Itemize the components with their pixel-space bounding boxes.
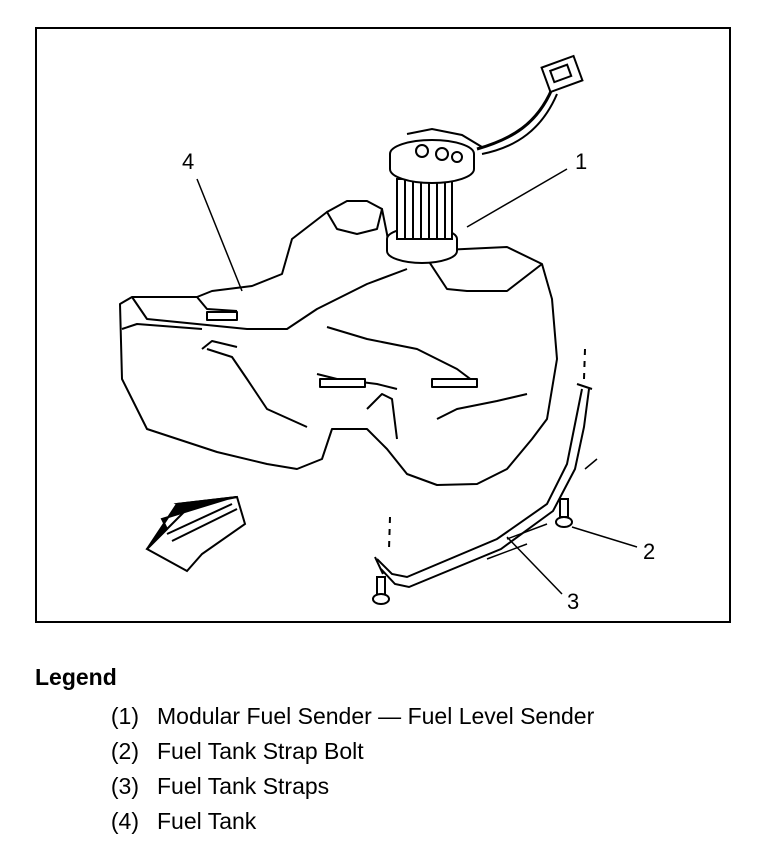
legend-item: (2) Fuel Tank Strap Bolt — [35, 734, 735, 769]
legend-title: Legend — [35, 664, 117, 690]
legend-item: (1) Modular Fuel Sender — Fuel Level Sen… — [35, 699, 735, 734]
legend-item-number: (4) — [110, 808, 139, 834]
legend-item-text: Fuel Tank — [157, 808, 257, 834]
legend-item-text: Modular Fuel Sender — Fuel Level Sender — [157, 703, 595, 729]
front-arrow-icon — [145, 495, 247, 573]
strap-bolt-left — [372, 516, 391, 605]
legend-item-text: Fuel Tank Straps — [157, 773, 330, 799]
fuel-tank-diagram: 1 2 3 4 — [119, 54, 655, 614]
legend-item-number: (2) — [110, 738, 139, 764]
modular-fuel-sender — [386, 54, 584, 264]
legend-item-number: (3) — [110, 773, 139, 799]
fuel-tank — [119, 200, 558, 486]
legend: Legend (1) Modular Fuel Sender — Fuel Le… — [35, 664, 735, 839]
callout-1: 1 — [575, 149, 587, 174]
legend-item: (4) Fuel Tank — [35, 804, 735, 839]
callout-4: 4 — [182, 149, 194, 174]
fuel-tank-straps — [374, 383, 598, 589]
diagram-frame: 1 2 3 4 — [35, 27, 731, 623]
legend-item-number: (1) — [110, 703, 139, 729]
callout-2: 2 — [643, 539, 655, 564]
legend-item: (3) Fuel Tank Straps — [35, 769, 735, 804]
callout-3: 3 — [567, 589, 579, 614]
strap-bolt-right — [555, 348, 586, 528]
legend-item-text: Fuel Tank Strap Bolt — [157, 738, 364, 764]
leader-lines — [196, 168, 638, 595]
